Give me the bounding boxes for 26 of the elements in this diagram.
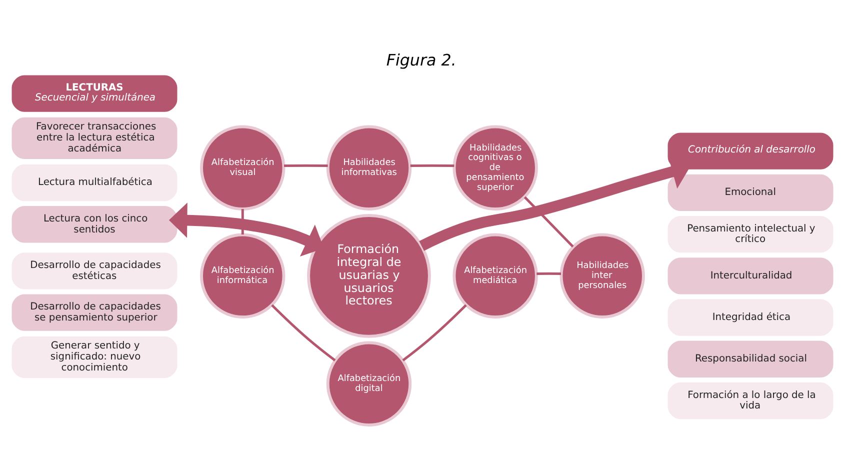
connector <box>536 272 561 274</box>
node-box: Contribución al desarrollo <box>668 132 834 169</box>
node-box: LECTURAS Secuencial y simultánea <box>12 74 178 112</box>
node-circle: Habilidades inter personales <box>560 232 645 318</box>
node-box: Lectura con los cinco sentidos <box>12 206 178 242</box>
diagram-title: Figura 2. <box>386 50 456 70</box>
node-box: Interculturalidad <box>668 257 834 294</box>
arrow <box>419 154 690 250</box>
node-circle: Alfabetización digital <box>326 340 412 426</box>
node-circle: Alfabetización visual <box>200 124 286 210</box>
arrow <box>168 202 324 256</box>
node-circle: Alfabetización mediática <box>452 232 538 318</box>
connector <box>402 304 467 361</box>
node-circle: Alfabetización informática <box>200 232 286 318</box>
node-box: Favorecer transacciones entre la lectura estética académica <box>12 116 178 158</box>
connector <box>410 164 454 167</box>
node-box: Emocional <box>668 174 834 210</box>
connector <box>241 208 244 234</box>
connector <box>524 196 574 247</box>
node-box: Desarrollo de capacidades se pensamiento superior <box>12 294 178 330</box>
node-circle: Formación integral de usuarias y usuarios lectores <box>307 213 431 338</box>
node-box: Responsabilidad social <box>668 340 834 377</box>
node-circle: Habilidades cognitivas o de pensamiento superior <box>452 124 538 210</box>
connector <box>271 304 336 361</box>
node-circle: Habilidades informativas <box>326 124 412 210</box>
connector <box>284 164 328 167</box>
